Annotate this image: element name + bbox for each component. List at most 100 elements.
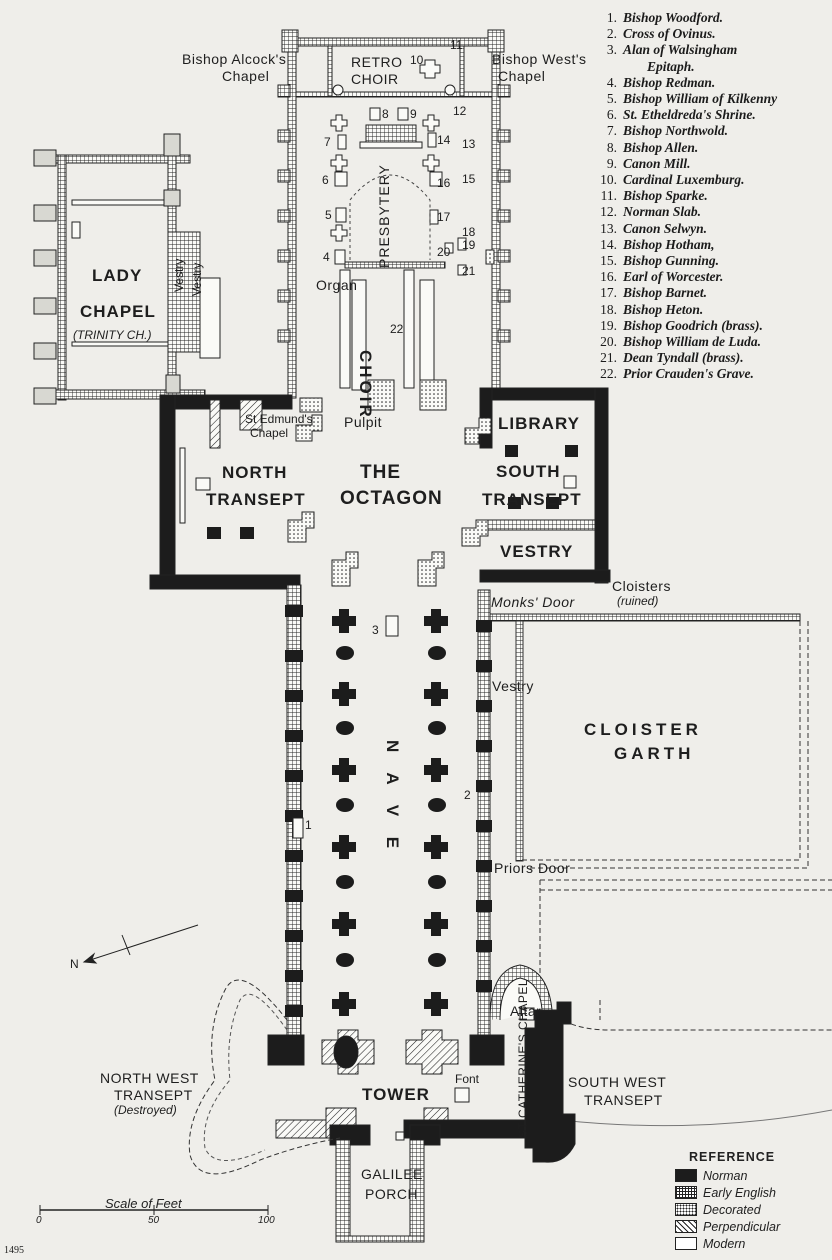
marker-13: 13 xyxy=(462,137,476,151)
south-transept-piers xyxy=(505,445,578,509)
lady-chapel-label-2: CHAPEL xyxy=(80,302,156,321)
reference-item-modern: Modern xyxy=(675,1235,825,1252)
south-transept-label: SOUTH xyxy=(496,462,561,481)
key-item: 22.Prior Crauden's Grave. xyxy=(600,366,754,382)
bishop-west-chapel-label: Bishop West's xyxy=(492,51,587,67)
key-item: 20.Bishop William de Luda. xyxy=(600,334,762,350)
lady-chapel-walls xyxy=(39,154,221,401)
library-label: LIBRARY xyxy=(498,414,580,433)
presbytery-arc xyxy=(349,174,431,260)
south-transept-label-2: TRANSEPT xyxy=(482,490,582,509)
marker-1: 1 xyxy=(305,818,312,832)
perpendicular-swatch xyxy=(675,1220,697,1233)
south-west-transept-label: SOUTH WEST xyxy=(568,1074,667,1090)
trinity-church-label: (TRINITY CH.) xyxy=(73,328,152,342)
key-item: 11.Bishop Sparke. xyxy=(600,188,708,204)
vestry-main-label: VESTRY xyxy=(500,542,574,561)
key-item: 5.Bishop William of Kilkenny xyxy=(606,91,778,107)
bishop-alcock-chapel-label: Bishop Alcock's xyxy=(182,51,287,67)
nave-arcade-piers xyxy=(332,609,448,1016)
key-item: 2.Cross of Ovinus. xyxy=(606,26,716,42)
marker-18: 18 xyxy=(462,225,476,239)
marker-20: 20 xyxy=(437,245,451,259)
marker-7: 7 xyxy=(324,135,331,149)
cloisters-ruined-label: (ruined) xyxy=(617,594,659,608)
north-transept-piers xyxy=(195,477,254,539)
octagon-label-2: OCTAGON xyxy=(340,488,443,509)
key-item: 13.Canon Selwyn. xyxy=(600,220,708,236)
bishop-west-chapel-label-2: Chapel xyxy=(498,68,546,84)
marker-21: 21 xyxy=(462,264,476,278)
presbytery-label: PRESBYTERY xyxy=(376,164,392,268)
lady-chapel-buttresses xyxy=(33,133,181,405)
key-item: 12.Norman Slab. xyxy=(600,204,702,220)
west-front xyxy=(267,1029,545,1243)
north-arrow xyxy=(82,924,199,964)
north-arrow-label: N xyxy=(70,957,79,971)
reference-item-perpendicular: Perpendicular xyxy=(675,1218,825,1235)
key-item: 19.Bishop Goodrich (brass). xyxy=(600,317,763,333)
key-item: 3.Alan of Walsingham xyxy=(606,42,738,58)
galilee-porch-label-2: PORCH xyxy=(365,1186,419,1202)
vestry-small-label: Vestry xyxy=(492,678,534,694)
marker-16: 16 xyxy=(437,176,451,190)
marker-14: 14 xyxy=(437,133,451,147)
pulpit-label: Pulpit xyxy=(344,414,383,430)
st-edmunds-chapel-label-2: Chapel xyxy=(250,426,289,440)
font-label: Font xyxy=(455,1072,480,1086)
altar-label: Altar xyxy=(510,1003,542,1019)
nw-transept-outline xyxy=(188,979,341,1175)
marker-5: 5 xyxy=(325,208,332,222)
nave-tombs xyxy=(292,615,399,839)
key-item: 10.Cardinal Luxemburg. xyxy=(600,172,745,188)
choir-walls xyxy=(287,37,501,399)
early-english-swatch xyxy=(675,1186,697,1199)
monks-door-label: Monks' Door xyxy=(491,594,575,610)
key-item: 15.Bishop Gunning. xyxy=(600,253,720,269)
choir-tombs xyxy=(334,107,495,276)
scale-title: Scale of Feet xyxy=(105,1196,182,1211)
key-item: 1.Bishop Woodford. xyxy=(606,10,724,25)
st-edmunds-chapel-label: St Edmund's xyxy=(245,412,313,426)
marker-11: 11 xyxy=(450,38,463,52)
marker-17: 17 xyxy=(437,210,451,224)
marker-3: 3 xyxy=(372,623,379,637)
nave-label: N A V E xyxy=(383,740,402,857)
marker-9: 9 xyxy=(410,107,417,121)
key-item: 8.Bishop Allen. xyxy=(606,139,699,155)
reference-item-early-english: Early English xyxy=(675,1184,825,1201)
north-west-transept-label-2: TRANSEPT xyxy=(114,1087,193,1103)
marker-2: 2 xyxy=(464,788,471,802)
north-transept-walls xyxy=(149,394,301,590)
reference-legend: REFERENCE Norman Early English Decorated… xyxy=(675,1150,825,1252)
priors-door-label: Priors Door xyxy=(494,860,571,876)
norman-swatch xyxy=(675,1169,697,1182)
tower-label: TOWER xyxy=(362,1085,430,1104)
bishop-alcock-chapel-label-2: Chapel xyxy=(222,68,270,84)
key-item: 16.Earl of Worcester. xyxy=(600,269,724,285)
vestry-label-b: Vestry xyxy=(190,262,204,296)
modern-swatch xyxy=(675,1237,697,1250)
north-transept-label: NORTH xyxy=(222,463,288,482)
cloisters-label: Cloisters xyxy=(612,578,671,594)
marker-12: 12 xyxy=(453,104,467,118)
st-catherines-chapel-label: ST CATHERINE'S CHAPEL xyxy=(516,978,530,1138)
north-west-transept-destroyed-label: (Destroyed) xyxy=(114,1103,177,1117)
decorated-swatch xyxy=(675,1203,697,1216)
north-west-transept-label: NORTH WEST xyxy=(100,1070,199,1086)
galilee-porch-label: GALILEE xyxy=(361,1166,423,1182)
scale-tick-0: 0 xyxy=(36,1215,42,1226)
key-item: Epitaph. xyxy=(647,58,695,74)
key-item: 21.Dean Tyndall (brass). xyxy=(600,350,744,366)
reference-item-decorated: Decorated xyxy=(675,1201,825,1218)
organ-label: Organ xyxy=(316,277,358,293)
choir-buttresses xyxy=(277,29,511,343)
marker-15: 15 xyxy=(462,172,476,186)
lady-chapel-label: LADY xyxy=(92,266,143,285)
retro-choir-label: RETRO xyxy=(351,54,403,70)
marker-6: 6 xyxy=(322,173,329,187)
nw-transept-outline-inner xyxy=(203,993,288,1161)
page-number: 1495 xyxy=(4,1245,24,1256)
scale-tick-100: 100 xyxy=(258,1215,275,1226)
